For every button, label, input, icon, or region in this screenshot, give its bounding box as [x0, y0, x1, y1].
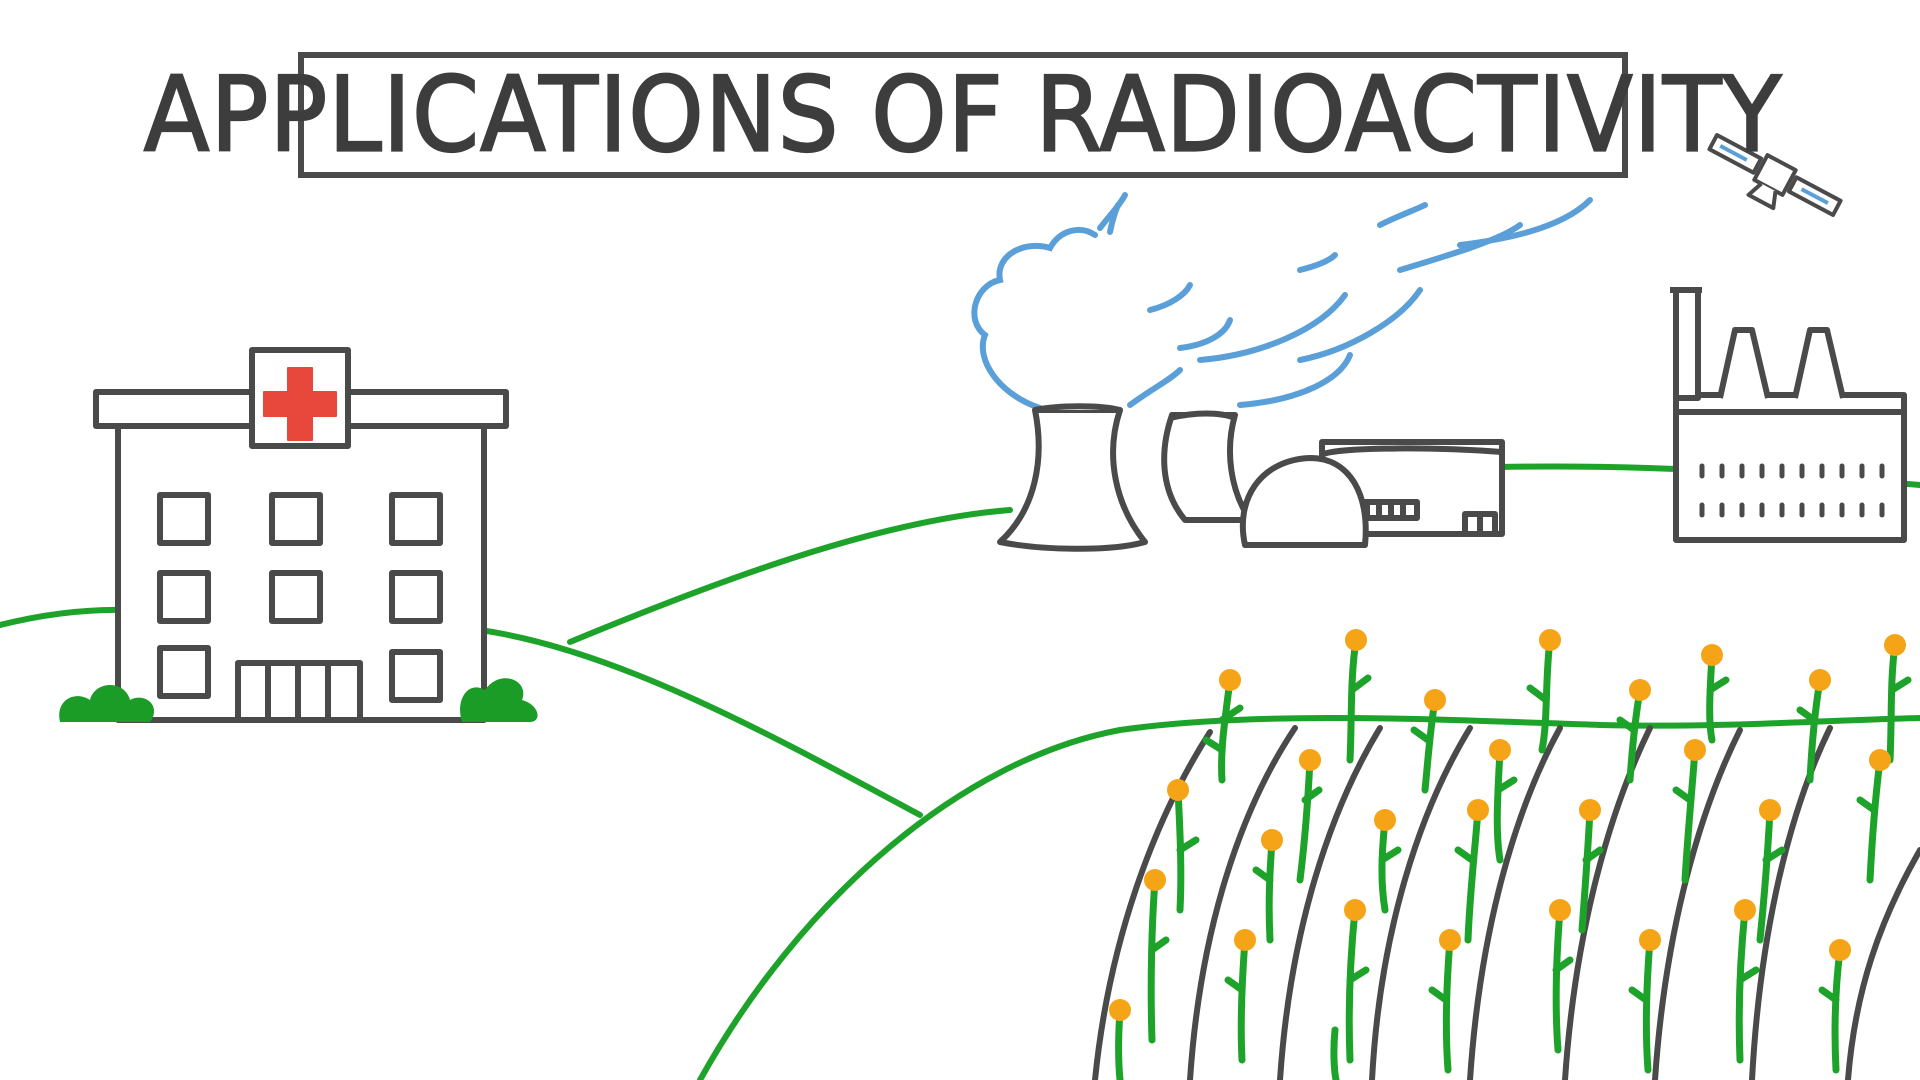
crop-stalks	[1115, 636, 1912, 1080]
hospital-building-icon	[93, 347, 509, 723]
satellite-icon	[1707, 133, 1843, 217]
hill-front	[697, 715, 1920, 1080]
hills	[0, 463, 1920, 1080]
factory-windows	[1699, 463, 1885, 518]
crop-field-icon	[1092, 629, 1920, 1080]
title-box: APPLICATIONS OF RADIOACTIVITY	[143, 52, 1782, 178]
steam-clouds	[971, 192, 1593, 411]
hospital-windows	[157, 492, 443, 703]
hospital-bushes	[59, 678, 538, 722]
factory-icon	[1670, 287, 1907, 543]
page-title: APPLICATIONS OF RADIOACTIVITY	[143, 54, 1783, 176]
hill-middle	[567, 507, 1013, 645]
nuclear-power-plant-icon	[997, 403, 1505, 552]
hill-left-right	[477, 627, 923, 818]
crop-flowers	[1109, 629, 1906, 1021]
